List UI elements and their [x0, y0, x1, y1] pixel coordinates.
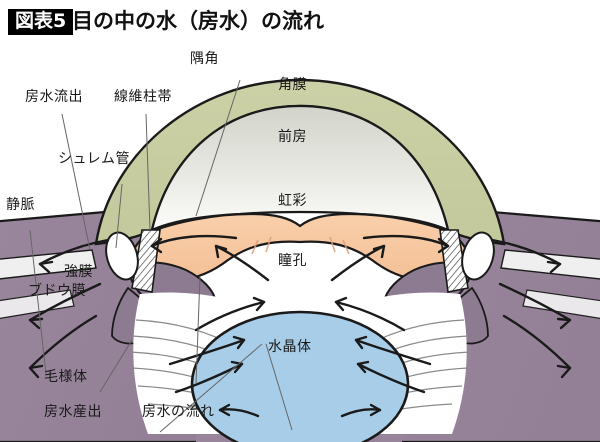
leader-lines — [29, 79, 293, 433]
eye-diagram-canvas — [0, 44, 600, 442]
label-anterior-chamber: 前房 — [278, 129, 307, 145]
figure-title: 目の中の水（房水）の流れ — [72, 9, 324, 33]
schlemm-canal — [105, 231, 495, 281]
figure-number-badge: 図表5 — [8, 9, 74, 35]
label-vein: 静脈 — [6, 197, 35, 213]
flow-arrows — [28, 234, 572, 418]
label-aqueous-outflow: 房水流出 — [25, 89, 83, 105]
label-ciliary-body: 毛様体 — [44, 369, 88, 385]
label-lens: 水晶体 — [268, 339, 312, 355]
label-iris: 虹彩 — [278, 193, 307, 209]
label-aqueous-flow: 房水の流れ — [142, 404, 215, 420]
label-aqueous-production: 房水産出 — [44, 404, 102, 420]
label-schlemm-canal: シュレム管 — [58, 151, 130, 167]
figure-header: 図表5 目の中の水（房水）の流れ — [0, 0, 600, 46]
label-cornea: 角膜 — [278, 77, 307, 93]
label-pupil: 瞳孔 — [278, 253, 307, 269]
label-uvea: ブドウ膜 — [28, 283, 86, 299]
label-sclera: 強膜 — [64, 264, 93, 280]
label-angle: 隅角 — [190, 51, 219, 67]
label-trabecular-meshwork: 線維柱帯 — [114, 89, 172, 105]
outflow-channel-bands — [0, 249, 600, 319]
lens-region — [190, 310, 410, 442]
